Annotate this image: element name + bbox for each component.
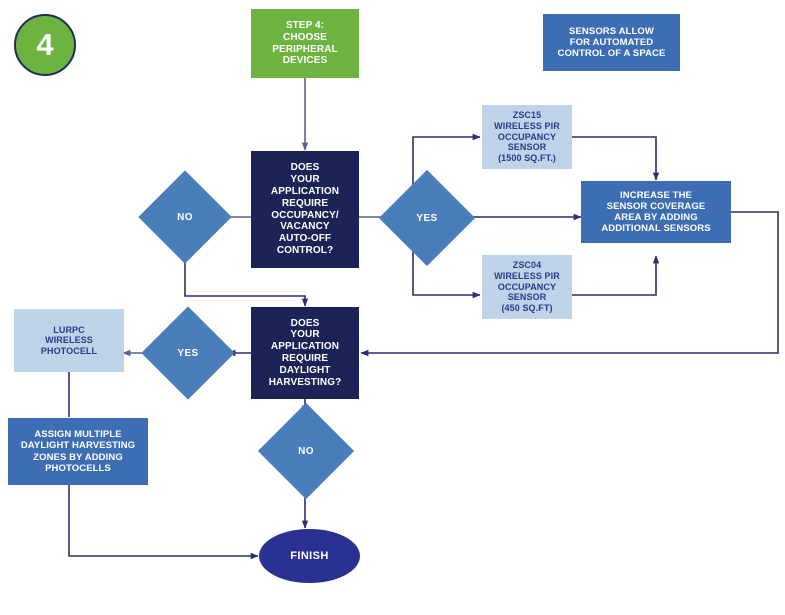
node-zsc04-sensor[interactable]: ZSC04 WIRELESS PIR OCCUPANCY SENSOR (450…	[482, 255, 572, 319]
occupancy-no-label: NO	[177, 211, 193, 223]
node-zsc15-sensor[interactable]: ZSC15 WIRELESS PIR OCCUPANCY SENSOR (150…	[482, 105, 572, 169]
node-assign-daylight-zones[interactable]: ASSIGN MULTIPLE DAYLIGHT HARVESTING ZONE…	[8, 418, 148, 485]
node-increase-sensor-coverage[interactable]: INCREASE THE SENSOR COVERAGE AREA BY ADD…	[581, 181, 731, 243]
step-number-badge: 4	[14, 14, 76, 76]
edge-assign-to-finish	[68, 485, 259, 560]
node-daylight-yes-diamond[interactable]: YES	[141, 306, 235, 400]
node-occupancy-yes-diamond[interactable]: YES	[378, 169, 476, 267]
node-decision-daylight-harvesting[interactable]: DOES YOUR APPLICATION REQUIRE DAYLIGHT H…	[251, 307, 359, 399]
node-step4-start[interactable]: STEP 4: CHOOSE PERIPHERAL DEVICES	[251, 9, 359, 78]
node-finish[interactable]: FINISH	[259, 529, 360, 583]
node-lurpc-photocell[interactable]: LURPC WIRELESS PHOTOCELL	[14, 309, 124, 372]
occupancy-yes-label: YES	[416, 212, 438, 224]
edge-zsc04-to-increase	[572, 255, 660, 296]
node-daylight-no-diamond[interactable]: NO	[257, 402, 355, 500]
daylight-no-label: NO	[298, 445, 314, 457]
node-decision-occupancy-control[interactable]: DOES YOUR APPLICATION REQUIRE OCCUPANCY/…	[251, 151, 359, 268]
daylight-yes-label: YES	[177, 347, 199, 359]
node-note-sensors-allow: SENSORS ALLOW FOR AUTOMATED CONTROL OF A…	[543, 14, 680, 71]
node-occupancy-no-diamond[interactable]: NO	[138, 170, 232, 264]
edge-zsc15-to-increase	[572, 136, 660, 181]
